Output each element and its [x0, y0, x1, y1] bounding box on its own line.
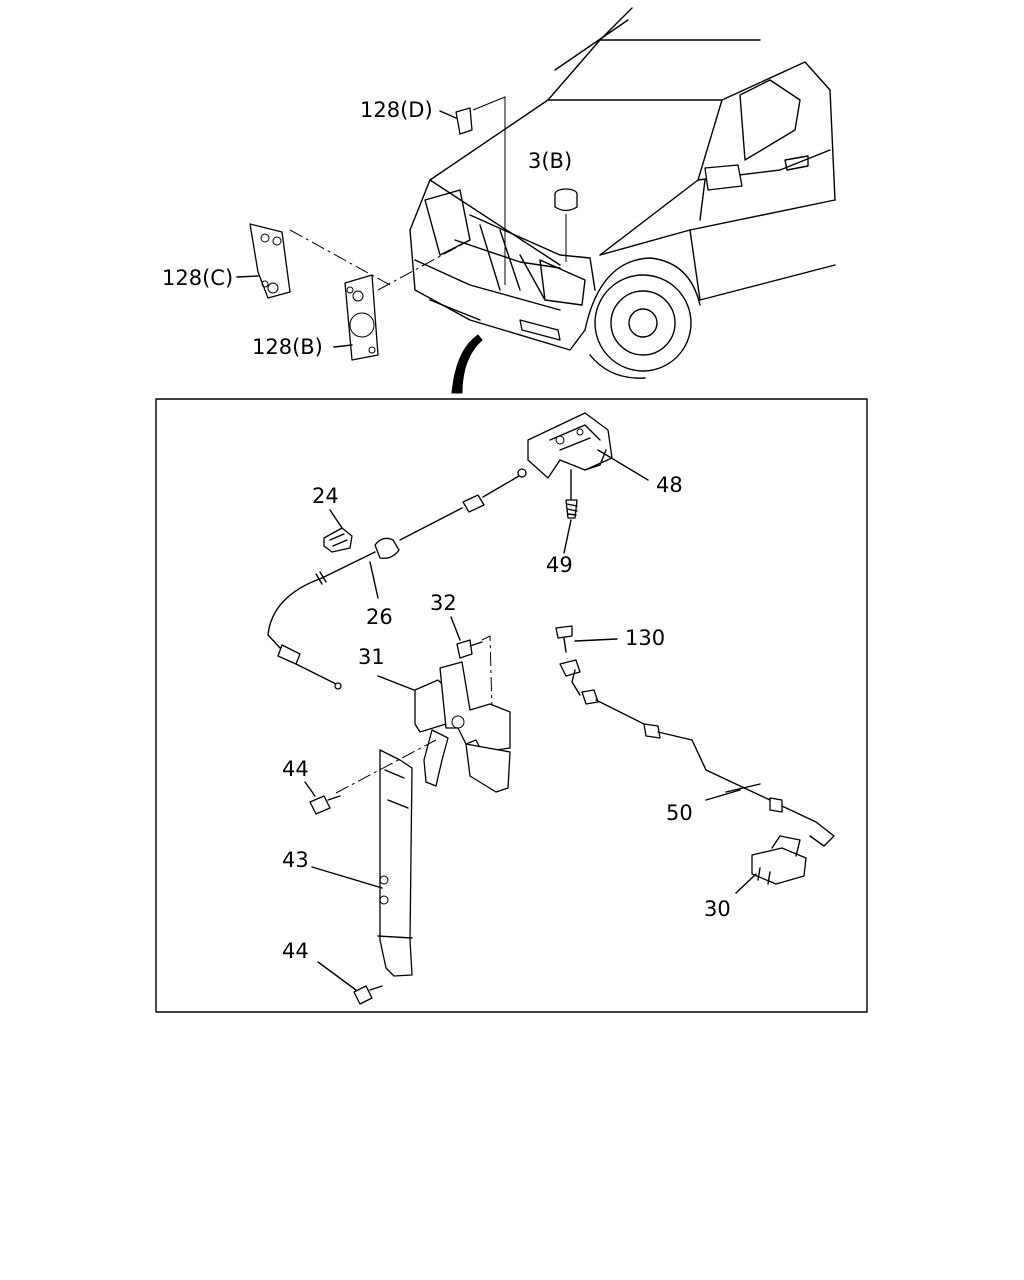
- callout-32: 32: [430, 591, 457, 615]
- part-30-switch: [735, 835, 807, 894]
- part-44-bolt-lower: [317, 961, 383, 1005]
- part-128c: [236, 223, 391, 299]
- part-32-bolt: [450, 616, 493, 711]
- callout-44-upper: 44: [282, 757, 309, 781]
- callout-3b: 3(B): [528, 149, 572, 173]
- vehicle-overview: [409, 7, 836, 394]
- part-44-bolt-upper: [304, 781, 341, 815]
- part-130-bolt: [555, 625, 618, 653]
- part-24-clip: [323, 509, 353, 553]
- callout-128d: 128(D): [360, 98, 433, 122]
- part-128b: [333, 239, 471, 361]
- callout-48: 48: [656, 473, 683, 497]
- part-50-cable: [559, 659, 835, 847]
- detail-frame: [155, 398, 868, 1013]
- callout-24: 24: [312, 484, 339, 508]
- callout-50: 50: [666, 801, 693, 825]
- part-3b: [554, 188, 578, 262]
- callout-30: 30: [704, 897, 731, 921]
- callout-130: 130: [625, 626, 665, 650]
- callout-128b: 128(B): [252, 335, 323, 359]
- part-128d: [439, 96, 506, 285]
- part-26-release-cable: [267, 468, 527, 690]
- part-48-hood-latch: [527, 412, 649, 481]
- callout-31: 31: [358, 645, 385, 669]
- callout-26: 26: [366, 605, 393, 629]
- callout-44-lower: 44: [282, 939, 309, 963]
- callout-128c: 128(C): [162, 266, 233, 290]
- part-49-bolt: [563, 469, 578, 554]
- part-43-support: [311, 739, 437, 977]
- callout-43: 43: [282, 848, 309, 872]
- callout-49: 49: [546, 553, 573, 577]
- part-31-lock: [377, 661, 511, 793]
